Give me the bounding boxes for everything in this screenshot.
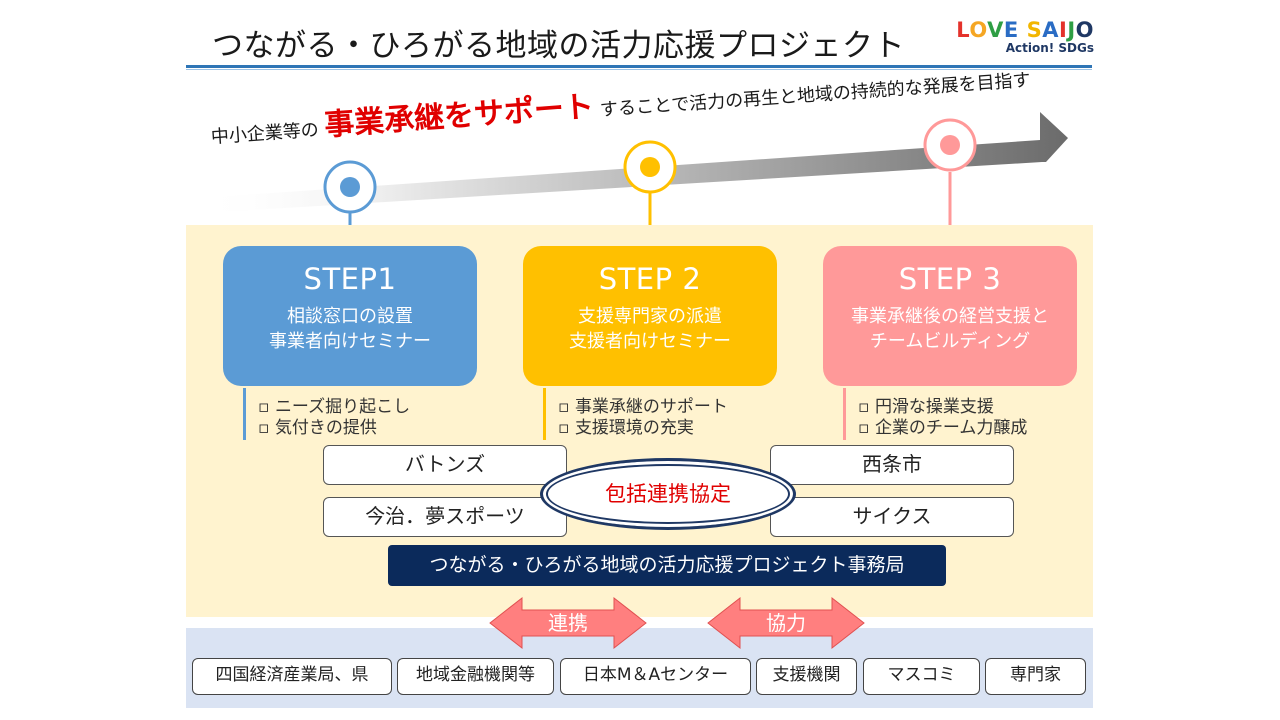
step2-bullet: 事業承継のサポート xyxy=(558,397,728,417)
org-box: 地域金融機関等 xyxy=(397,658,554,695)
step2-desc1: 支援専門家の派遣 xyxy=(578,306,722,327)
step1-bullets: ニーズ掘り起こし 気付きの提供 xyxy=(258,397,410,439)
logo-letter: O xyxy=(969,18,988,42)
step1-desc2: 事業者向けセミナー xyxy=(269,331,431,352)
org-box: 四国経済産業局、県 xyxy=(192,658,392,695)
arrow-band xyxy=(200,112,1068,212)
dot-step1 xyxy=(340,177,360,197)
page-title: つながる・ひろがる地域の活力応援プロジェクト xyxy=(212,28,905,64)
org-box: 専門家 xyxy=(985,658,1086,695)
step2-bullets: 事業承継のサポート 支援環境の充実 xyxy=(558,397,728,439)
step2-bullet-bar xyxy=(543,388,546,440)
logo-subtitle: Action! SDGs xyxy=(1005,41,1094,55)
dot-step3 xyxy=(940,135,960,155)
step3-title: STEP 3 xyxy=(898,262,1002,296)
step2-desc2: 支援者向けセミナー xyxy=(569,331,731,352)
step3-bullet: 円滑な操業支援 xyxy=(858,397,994,417)
step1-bullet: 気付きの提供 xyxy=(258,418,377,438)
logo-letter: O xyxy=(1075,18,1094,42)
step1-bullet: ニーズ掘り起こし xyxy=(258,397,410,417)
tagline-prefix: 中小企業等の xyxy=(210,119,320,149)
logo-letter: V xyxy=(987,18,1004,42)
step3-bullets: 円滑な操業支援 企業のチーム力醸成 xyxy=(858,397,1027,439)
org-box: マスコミ xyxy=(863,658,980,695)
logo-letter: S xyxy=(1026,18,1043,42)
step2-bullet: 支援環境の充実 xyxy=(558,418,694,438)
logo-letter: E xyxy=(1003,18,1019,42)
logo-letter: J xyxy=(1067,18,1076,42)
arrow-label-renkei: 連携 xyxy=(548,611,588,635)
step1-box: STEP1 相談窓口の設置 事業者向けセミナー xyxy=(223,246,477,386)
right-double-arrow xyxy=(707,596,865,650)
step1-bullet-bar xyxy=(243,388,246,440)
step3-bullet-bar xyxy=(843,388,846,440)
logo-letter: A xyxy=(1042,18,1059,42)
step3-box: STEP 3 事業承継後の経営支援と チームビルディング xyxy=(823,246,1077,386)
dot-step2 xyxy=(640,157,660,177)
title-underline-thin xyxy=(186,69,1092,70)
love-saijo-logo: LOVE SAIJO Action! SDGs xyxy=(952,18,1094,55)
left-double-arrow xyxy=(489,596,647,650)
step3-desc1: 事業承継後の経営支援と xyxy=(851,306,1049,327)
step2-title: STEP 2 xyxy=(598,262,702,296)
logo-letter: I xyxy=(1058,18,1068,42)
partner-batons: バトンズ xyxy=(323,445,567,485)
org-box: 支援機関 xyxy=(756,658,857,695)
project-office-banner: つながる・ひろがる地域の活力応援プロジェクト事務局 xyxy=(388,545,946,586)
title-underline xyxy=(186,65,1092,68)
step3-bullet: 企業のチーム力醸成 xyxy=(858,418,1027,438)
step1-desc1: 相談窓口の設置 xyxy=(287,306,413,327)
partner-saikusu: サイクス xyxy=(770,497,1014,537)
arrow-label-kyoryoku: 協力 xyxy=(766,611,806,635)
org-box: 日本M＆Aセンター xyxy=(560,658,751,695)
logo-wordmark: LOVE SAIJO xyxy=(952,18,1094,42)
step3-desc2: チームビルディング xyxy=(869,331,1031,352)
step2-box: STEP 2 支援専門家の派遣 支援者向けセミナー xyxy=(523,246,777,386)
logo-letter: L xyxy=(956,18,970,42)
step1-title: STEP1 xyxy=(303,262,397,296)
partner-imabari-yume-sports: 今治．夢スポーツ xyxy=(323,497,567,537)
comprehensive-agreement-ellipse: 包括連携協定 xyxy=(540,458,796,530)
partner-saijo-city: 西条市 xyxy=(770,445,1014,485)
